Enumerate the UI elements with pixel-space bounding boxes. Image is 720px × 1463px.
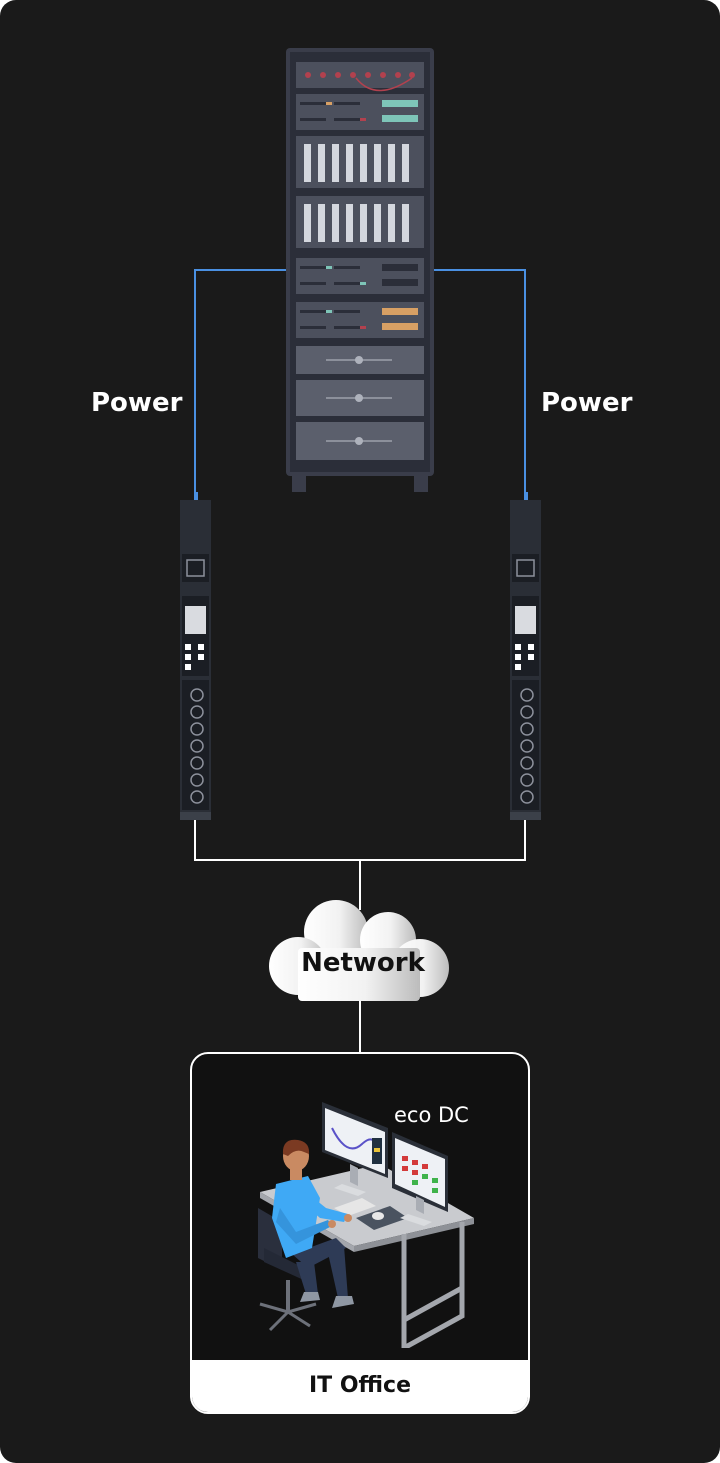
power-cable-left xyxy=(194,269,286,498)
cloud-icon xyxy=(269,900,449,1001)
server-rack-icon xyxy=(286,48,434,492)
network-cable-pdus xyxy=(194,818,526,861)
software-label: eco DC xyxy=(394,1103,469,1127)
power-cable-right xyxy=(434,269,526,498)
it-office-label: IT Office xyxy=(192,1360,528,1412)
it-office-box: eco DC xyxy=(190,1052,530,1414)
power-label-right: Power xyxy=(541,388,633,418)
network-label: Network xyxy=(301,948,425,978)
power-label-left: Power xyxy=(91,388,183,418)
operator-workstation-icon xyxy=(258,1102,474,1348)
pdu-icon-right xyxy=(510,492,541,820)
pdu-icon-left xyxy=(180,492,211,820)
